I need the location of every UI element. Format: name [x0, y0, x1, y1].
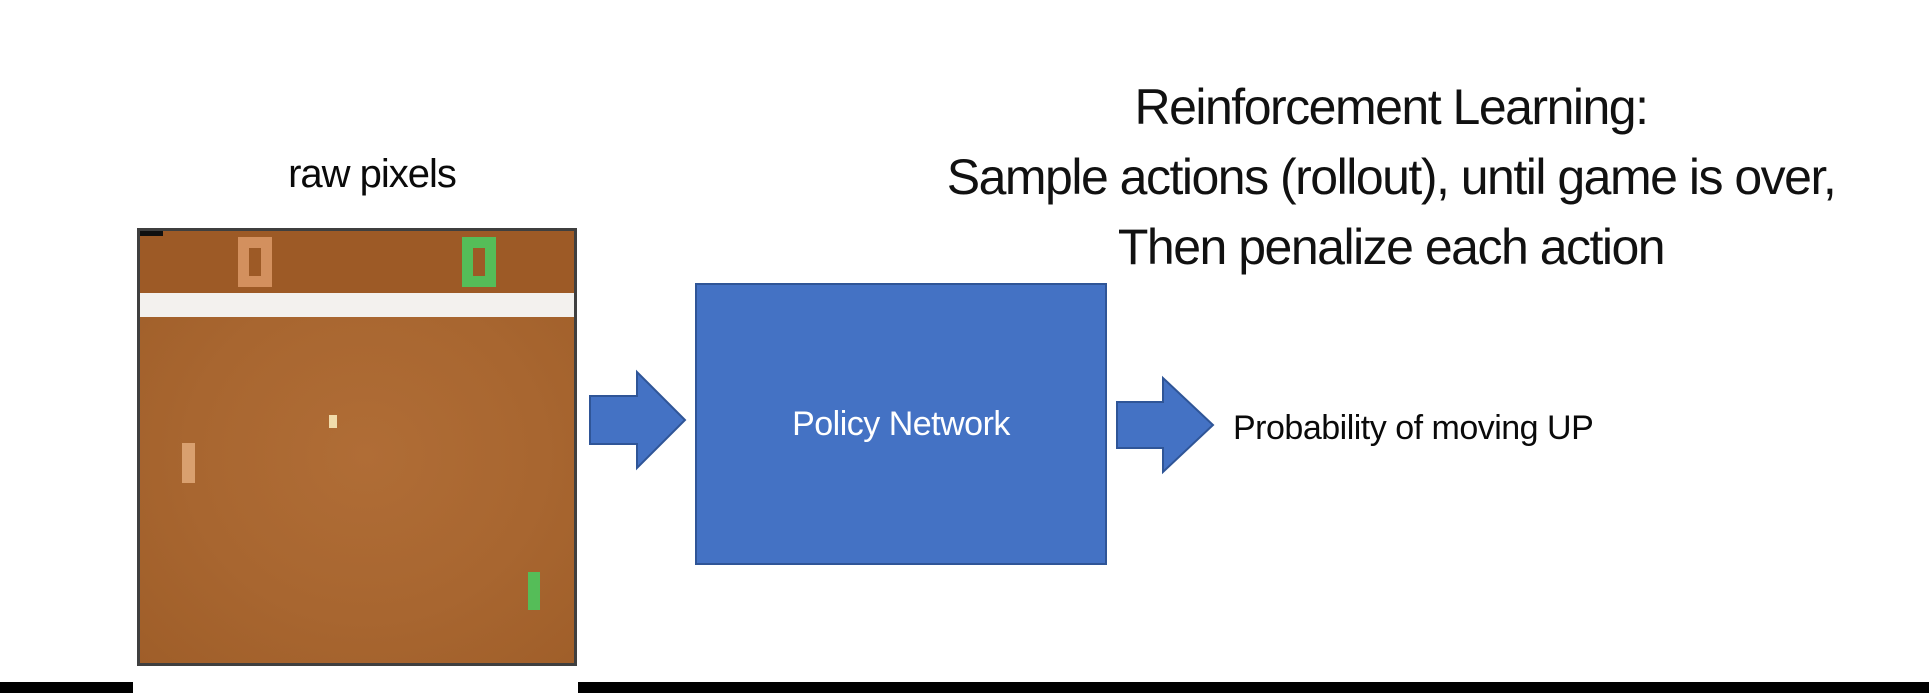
title-line-2: Sample actions (rollout), until game is …: [946, 149, 1837, 205]
input-arrow-icon: [589, 369, 687, 471]
top-wall-divider: [140, 293, 574, 317]
ball: [329, 415, 337, 428]
raw-pixels-label: raw pixels: [288, 152, 457, 196]
title-block: Reinforcement Learning: Sample actions (…: [741, 72, 1929, 282]
right-paddle: [528, 572, 540, 610]
title-line-3: Then penalize each action: [1117, 219, 1666, 275]
output-probability-label: Probability of moving UP: [1233, 409, 1594, 447]
play-field: [140, 317, 574, 663]
score-band: [140, 231, 574, 293]
output-arrow-icon: [1116, 375, 1215, 475]
left-score-digit: [238, 237, 272, 287]
policy-network-box: Policy Network: [695, 283, 1107, 565]
pong-game-screenshot: [137, 228, 577, 666]
title-line-1: Reinforcement Learning:: [1134, 79, 1649, 135]
policy-network-label: Policy Network: [792, 404, 1010, 443]
corner-tick: [140, 231, 163, 236]
right-score-digit: [462, 237, 496, 287]
bottom-bar-left: [0, 682, 133, 693]
game-image-white-margin: [133, 666, 578, 693]
bottom-bar-right: [578, 682, 1929, 693]
left-paddle: [182, 443, 195, 483]
